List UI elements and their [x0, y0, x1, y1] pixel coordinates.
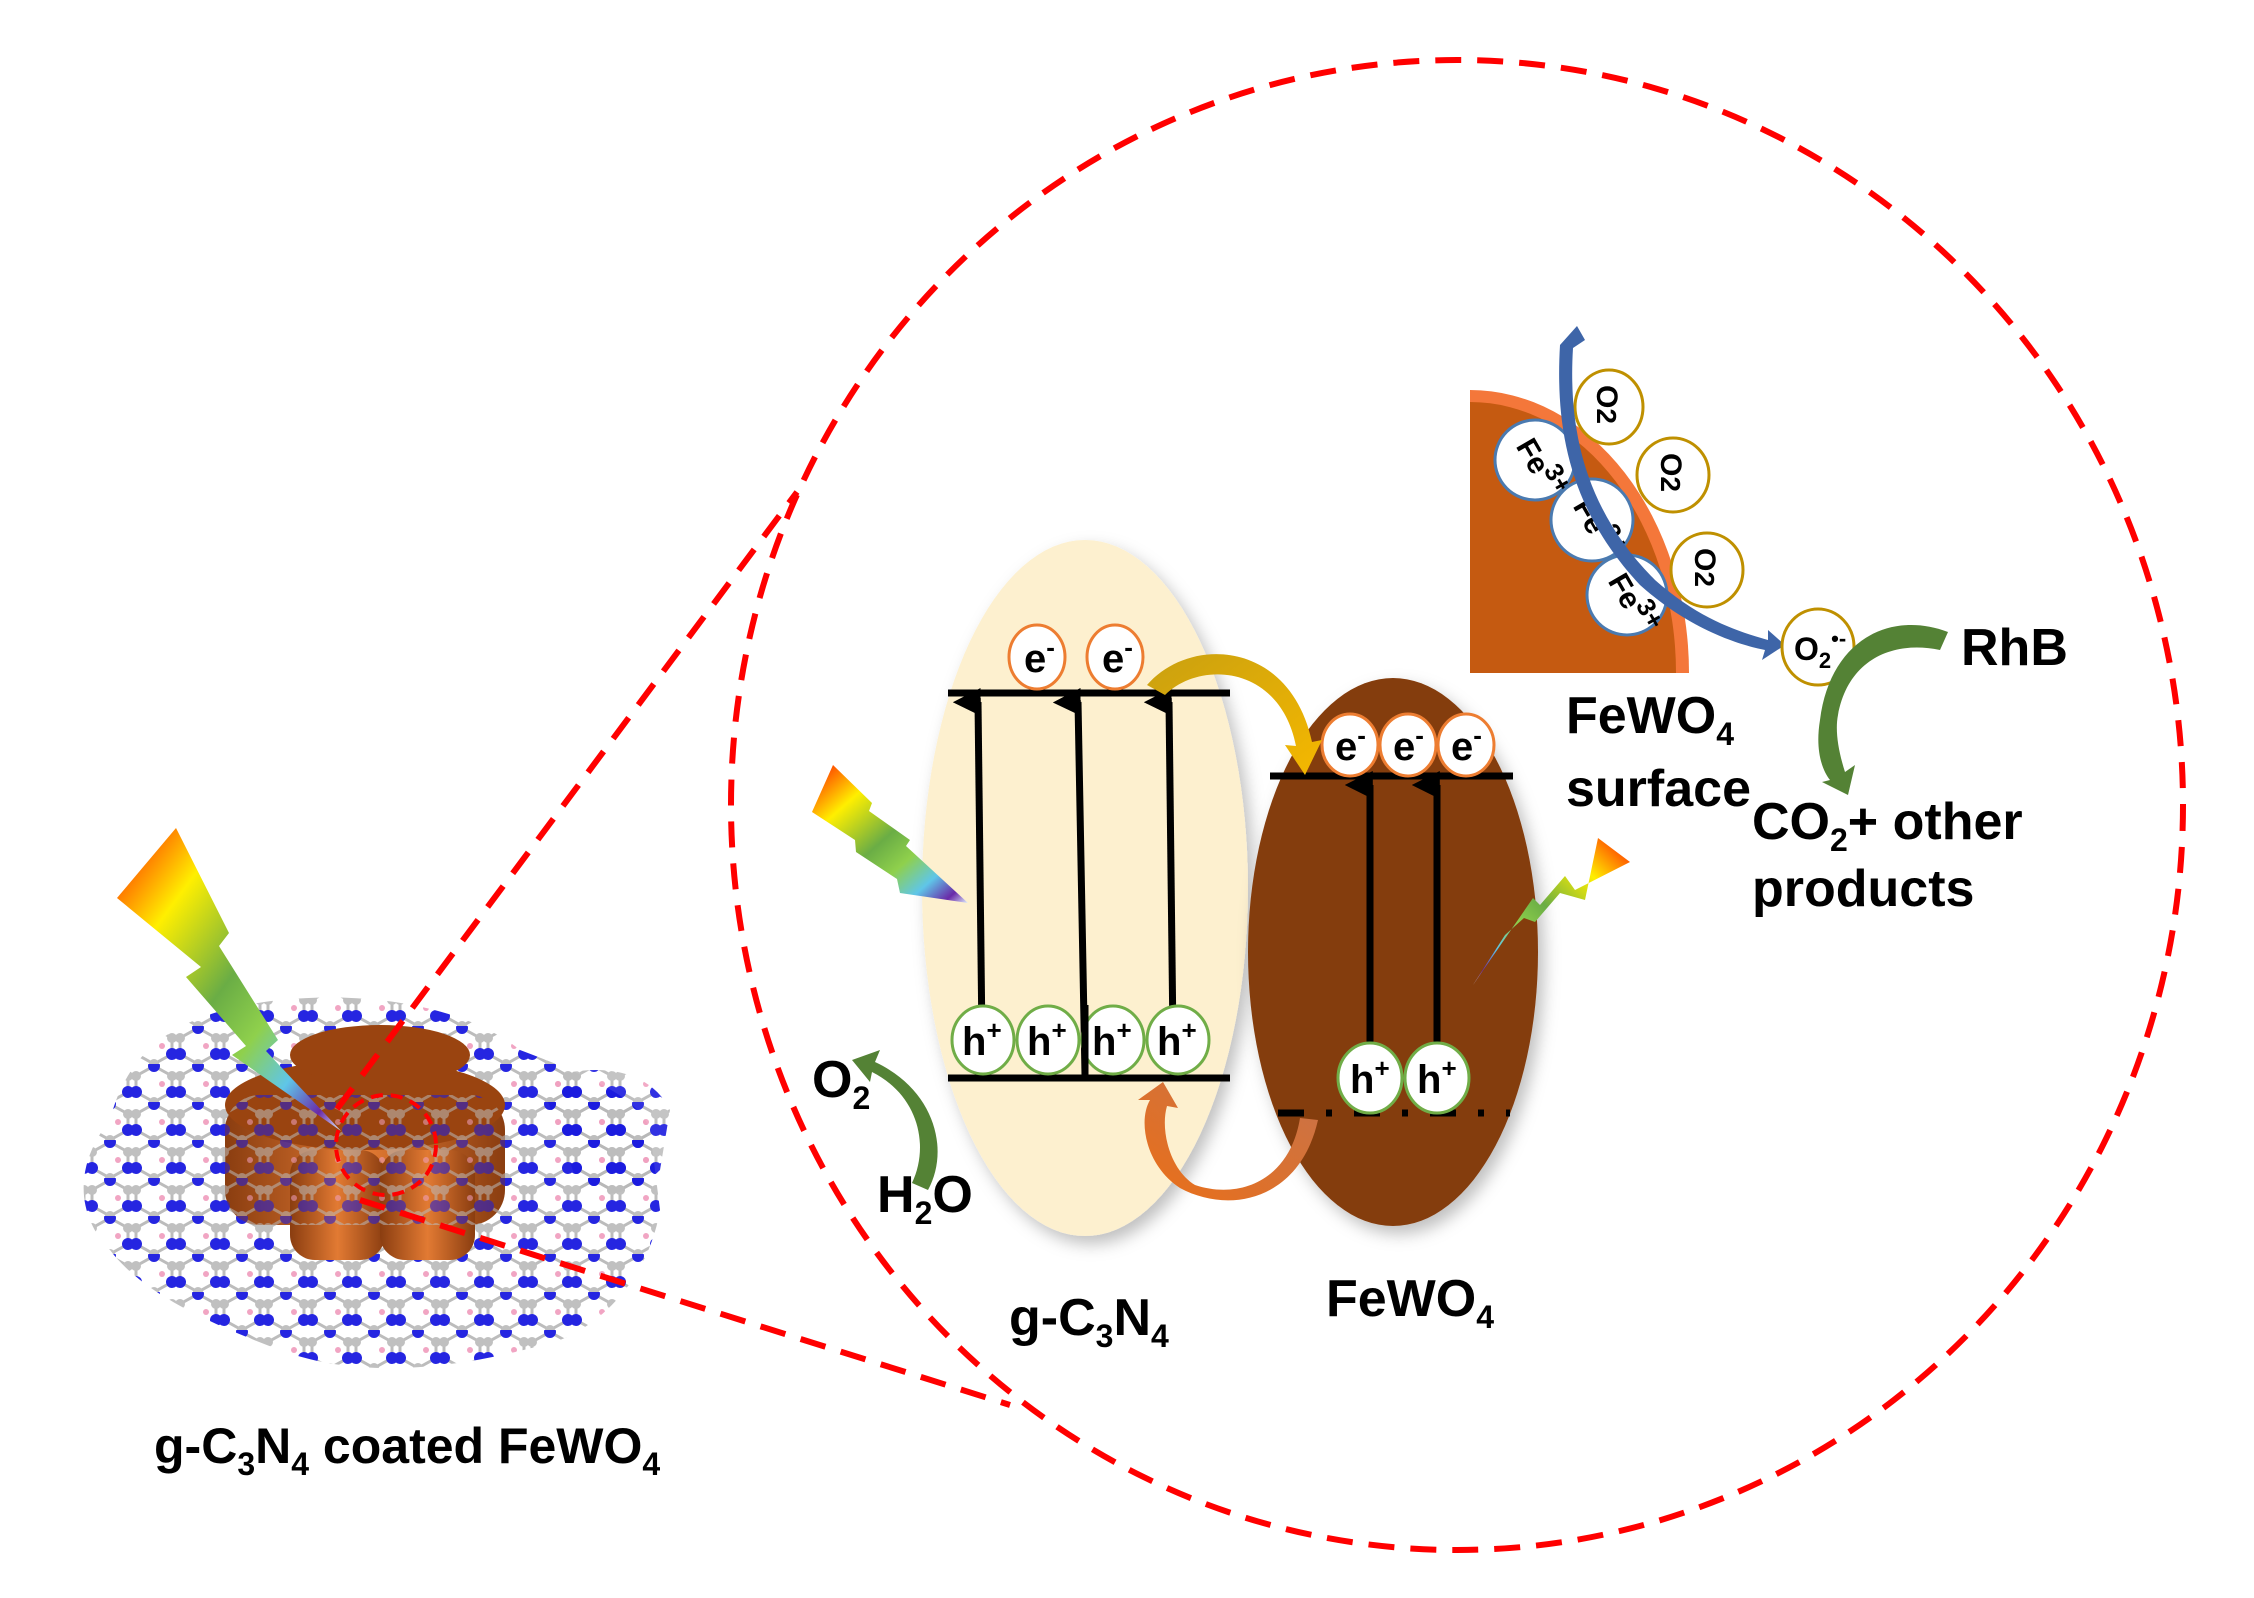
- surface-label-line2: surface: [1566, 760, 1751, 818]
- svg-text:h+: h+: [962, 1015, 1002, 1064]
- o2-molecule: O2: [1635, 436, 1711, 514]
- hole-transfer-arrow: [1138, 1082, 1318, 1201]
- electron: e-: [1436, 712, 1496, 778]
- svg-text:e-: e-: [1393, 720, 1424, 769]
- composite-illustration: g-C3N4 coated FeWO4: [83, 828, 670, 1482]
- hole: h+: [1145, 1004, 1211, 1076]
- zoom-connector-upper: [334, 490, 800, 1111]
- products-label-line2: products: [1752, 860, 1974, 918]
- svg-text:h+: h+: [1350, 1053, 1390, 1102]
- electron: e-: [1007, 623, 1067, 691]
- products-label-line1: CO2+ other: [1752, 793, 2023, 858]
- electron-transfer-arrow: [1147, 654, 1322, 775]
- zoom-focus-circle: [334, 1093, 438, 1197]
- o2-molecule: O2: [1573, 368, 1645, 446]
- fe-ion: Fe3+: [1493, 418, 1579, 502]
- excitation-arrow: [952, 687, 986, 1041]
- zoom-circle: [728, 57, 2186, 1553]
- hole: h+: [1403, 1041, 1471, 1115]
- svg-text:h+: h+: [1092, 1015, 1132, 1064]
- light-bolt-icon: [1473, 838, 1630, 985]
- h2o-reactant-label: H2O: [877, 1166, 973, 1231]
- hole: h+: [950, 1004, 1016, 1076]
- electron: e-: [1085, 623, 1145, 691]
- electron: e-: [1320, 712, 1380, 778]
- svg-text:h+: h+: [1157, 1015, 1197, 1064]
- svg-text:O2•-: O2•-: [1794, 626, 1846, 673]
- svg-text:e-: e-: [1024, 632, 1055, 681]
- svg-text:e-: e-: [1335, 720, 1366, 769]
- fewo4-label: FeWO4: [1326, 1270, 1494, 1335]
- svg-text:e-: e-: [1102, 632, 1133, 681]
- composite-label: g-C3N4 coated FeWO4: [154, 1418, 660, 1482]
- surface-label-line1: FeWO4: [1566, 687, 1734, 752]
- svg-text:O2: O2: [1590, 385, 1623, 424]
- hole: h+: [1080, 1004, 1146, 1076]
- o2-molecule: O2: [1669, 531, 1745, 609]
- gcn-band-structure: e- e- h+ h+ h+ h+ g-C3N4: [922, 540, 1248, 1354]
- o2-product-label: O2: [812, 1051, 870, 1116]
- light-bolt-icon: [812, 765, 968, 903]
- water-oxidation: O2 H2O: [812, 1050, 973, 1231]
- rhb-label: RhB: [1961, 619, 2068, 677]
- degradation: RhB CO2+ other products: [1752, 619, 2068, 918]
- gcn-sheet-edge: [540, 1070, 670, 1194]
- electron: e-: [1378, 712, 1438, 778]
- svg-text:h+: h+: [1027, 1015, 1067, 1064]
- fewo4-band-structure: e- e- e- h+ h+ FeWO4: [1248, 678, 1538, 1335]
- fewo4-surface: Fe3+ Fe2+ Fe3+ O2 O2 O2 O2•- FeWO4: [1470, 326, 1856, 818]
- zoom-connector-lower: [359, 1197, 1011, 1408]
- gcn-ellipse: [922, 540, 1248, 1236]
- green-degradation-arrow: [1818, 625, 1948, 795]
- svg-text:e-: e-: [1451, 720, 1482, 769]
- svg-text:O2: O2: [1654, 453, 1687, 492]
- light-bolt-icon: [117, 828, 341, 1131]
- fewo4-nanoparticle: [225, 1025, 505, 1260]
- hole: h+: [1336, 1041, 1404, 1115]
- svg-text:h+: h+: [1417, 1053, 1457, 1102]
- svg-text:O2: O2: [1688, 548, 1721, 587]
- green-curved-arrow: [852, 1050, 938, 1190]
- excitation-arrow: [1143, 687, 1177, 1041]
- superoxide-radical: O2•-: [1780, 607, 1856, 687]
- hole: h+: [1015, 1004, 1081, 1076]
- gcn-label: g-C3N4: [1009, 1289, 1169, 1354]
